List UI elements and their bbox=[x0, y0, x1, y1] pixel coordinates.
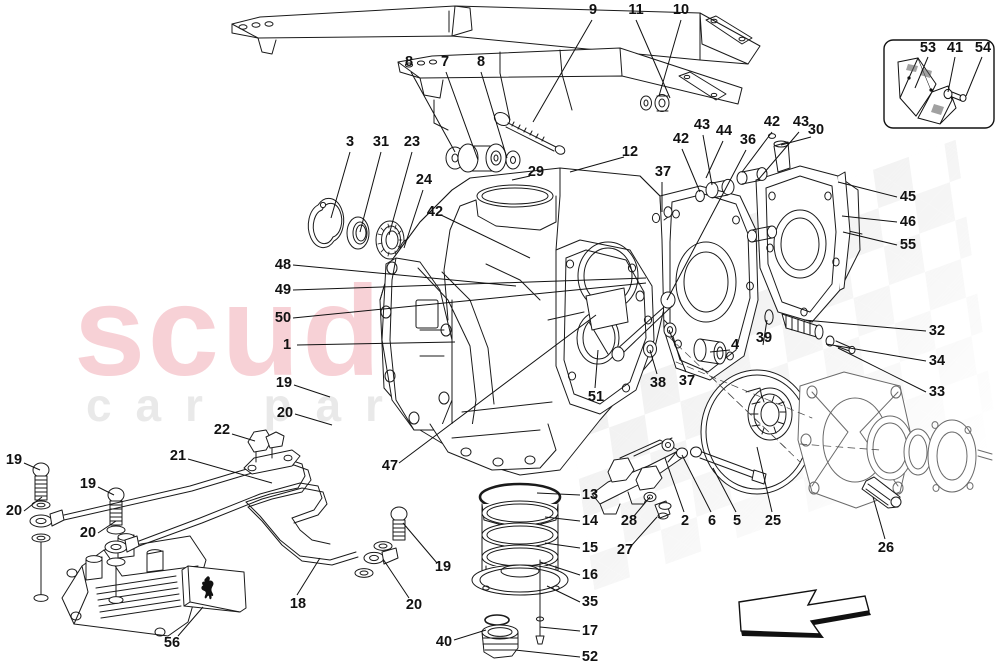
callout-51[interactable]: 51 bbox=[587, 388, 605, 405]
assembly-guide-lines bbox=[667, 335, 881, 463]
callout-44[interactable]: 44 bbox=[715, 122, 733, 139]
callout-9[interactable]: 9 bbox=[588, 1, 598, 18]
callout-18[interactable]: 18 bbox=[289, 595, 307, 612]
callout-35[interactable]: 35 bbox=[581, 593, 599, 610]
intermediate-housing bbox=[659, 185, 759, 381]
callout-19[interactable]: 19 bbox=[275, 374, 293, 391]
callout-20[interactable]: 20 bbox=[79, 524, 97, 541]
rear-subframe bbox=[231, 5, 761, 131]
callout-8[interactable]: 8 bbox=[476, 53, 486, 70]
callout-16[interactable]: 16 bbox=[581, 566, 599, 583]
callout-56[interactable]: 56 bbox=[163, 634, 181, 651]
callout-39[interactable]: 39 bbox=[755, 329, 773, 346]
callout-42[interactable]: 42 bbox=[672, 130, 690, 147]
callout-13[interactable]: 13 bbox=[581, 486, 599, 503]
callout-3[interactable]: 3 bbox=[345, 133, 355, 150]
callout-22[interactable]: 22 bbox=[213, 421, 231, 438]
main-gearbox-housing bbox=[379, 167, 667, 476]
callout-8[interactable]: 8 bbox=[404, 53, 414, 70]
callout-31[interactable]: 31 bbox=[372, 133, 390, 150]
bushings-10-11 bbox=[640, 94, 670, 112]
callout-26[interactable]: 26 bbox=[877, 539, 895, 556]
callout-38[interactable]: 38 bbox=[649, 374, 667, 391]
callout-28[interactable]: 28 bbox=[620, 512, 638, 529]
banjo-fitting-left bbox=[29, 462, 65, 602]
callout-49[interactable]: 49 bbox=[274, 281, 292, 298]
callout-12[interactable]: 12 bbox=[621, 143, 639, 160]
callout-20[interactable]: 20 bbox=[5, 502, 23, 519]
callout-30[interactable]: 30 bbox=[807, 121, 825, 138]
callout-36[interactable]: 36 bbox=[739, 131, 757, 148]
callout-24[interactable]: 24 bbox=[415, 171, 433, 188]
callout-10[interactable]: 10 bbox=[672, 1, 690, 18]
callout-48[interactable]: 48 bbox=[274, 256, 292, 273]
callout-37[interactable]: 37 bbox=[678, 372, 696, 389]
callout-40[interactable]: 40 bbox=[435, 633, 453, 650]
callout-43[interactable]: 43 bbox=[792, 113, 810, 130]
callout-34[interactable]: 34 bbox=[928, 352, 946, 369]
callout-20[interactable]: 20 bbox=[405, 596, 423, 613]
callout-20[interactable]: 20 bbox=[276, 404, 294, 421]
callout-19[interactable]: 19 bbox=[5, 451, 23, 468]
callout-14[interactable]: 14 bbox=[581, 512, 599, 529]
bellows-stack bbox=[471, 482, 569, 659]
callout-7[interactable]: 7 bbox=[440, 53, 450, 70]
callout-53[interactable]: 53 bbox=[919, 39, 937, 56]
callout-25[interactable]: 25 bbox=[764, 512, 782, 529]
callout-15[interactable]: 15 bbox=[581, 539, 599, 556]
callout-45[interactable]: 45 bbox=[899, 188, 917, 205]
callout-43[interactable]: 43 bbox=[693, 116, 711, 133]
callout-41[interactable]: 41 bbox=[946, 39, 964, 56]
hose-clamp-bracket bbox=[243, 429, 301, 475]
callout-47[interactable]: 47 bbox=[381, 457, 399, 474]
callout-42[interactable]: 42 bbox=[426, 203, 444, 220]
callout-33[interactable]: 33 bbox=[928, 383, 946, 400]
oil-seal-31 bbox=[346, 216, 370, 250]
callout-32[interactable]: 32 bbox=[928, 322, 946, 339]
callout-52[interactable]: 52 bbox=[581, 648, 599, 665]
callout-19[interactable]: 19 bbox=[434, 558, 452, 575]
differential-carrier bbox=[797, 371, 993, 509]
oil-lines bbox=[63, 459, 359, 566]
callout-5[interactable]: 5 bbox=[732, 512, 742, 529]
callout-23[interactable]: 23 bbox=[403, 133, 421, 150]
callout-6[interactable]: 6 bbox=[707, 512, 717, 529]
callout-21[interactable]: 21 bbox=[169, 447, 187, 464]
callout-54[interactable]: 54 bbox=[974, 39, 992, 56]
callout-19[interactable]: 19 bbox=[79, 475, 97, 492]
callout-50[interactable]: 50 bbox=[274, 309, 292, 326]
prancing-horse-icon bbox=[201, 576, 214, 600]
mount-bushing-assembly bbox=[445, 143, 521, 173]
callout-46[interactable]: 46 bbox=[899, 213, 917, 230]
callout-4[interactable]: 4 bbox=[730, 336, 740, 353]
callout-27[interactable]: 27 bbox=[616, 541, 634, 558]
banjo-fitting-right bbox=[354, 506, 408, 578]
seal-ring-3 bbox=[307, 197, 345, 249]
spacer-4 bbox=[693, 338, 727, 365]
callout-37[interactable]: 37 bbox=[654, 163, 672, 180]
callout-42[interactable]: 42 bbox=[763, 113, 781, 130]
callout-17[interactable]: 17 bbox=[581, 622, 599, 639]
callout-2[interactable]: 2 bbox=[680, 512, 690, 529]
callout-29[interactable]: 29 bbox=[527, 163, 545, 180]
ferrari-plate bbox=[181, 565, 247, 613]
assembly-direction-arrow bbox=[738, 589, 871, 638]
oil-cooler bbox=[61, 533, 207, 637]
callout-1[interactable]: 1 bbox=[282, 336, 292, 353]
callout-11[interactable]: 11 bbox=[628, 1, 644, 18]
callout-55[interactable]: 55 bbox=[899, 236, 917, 253]
